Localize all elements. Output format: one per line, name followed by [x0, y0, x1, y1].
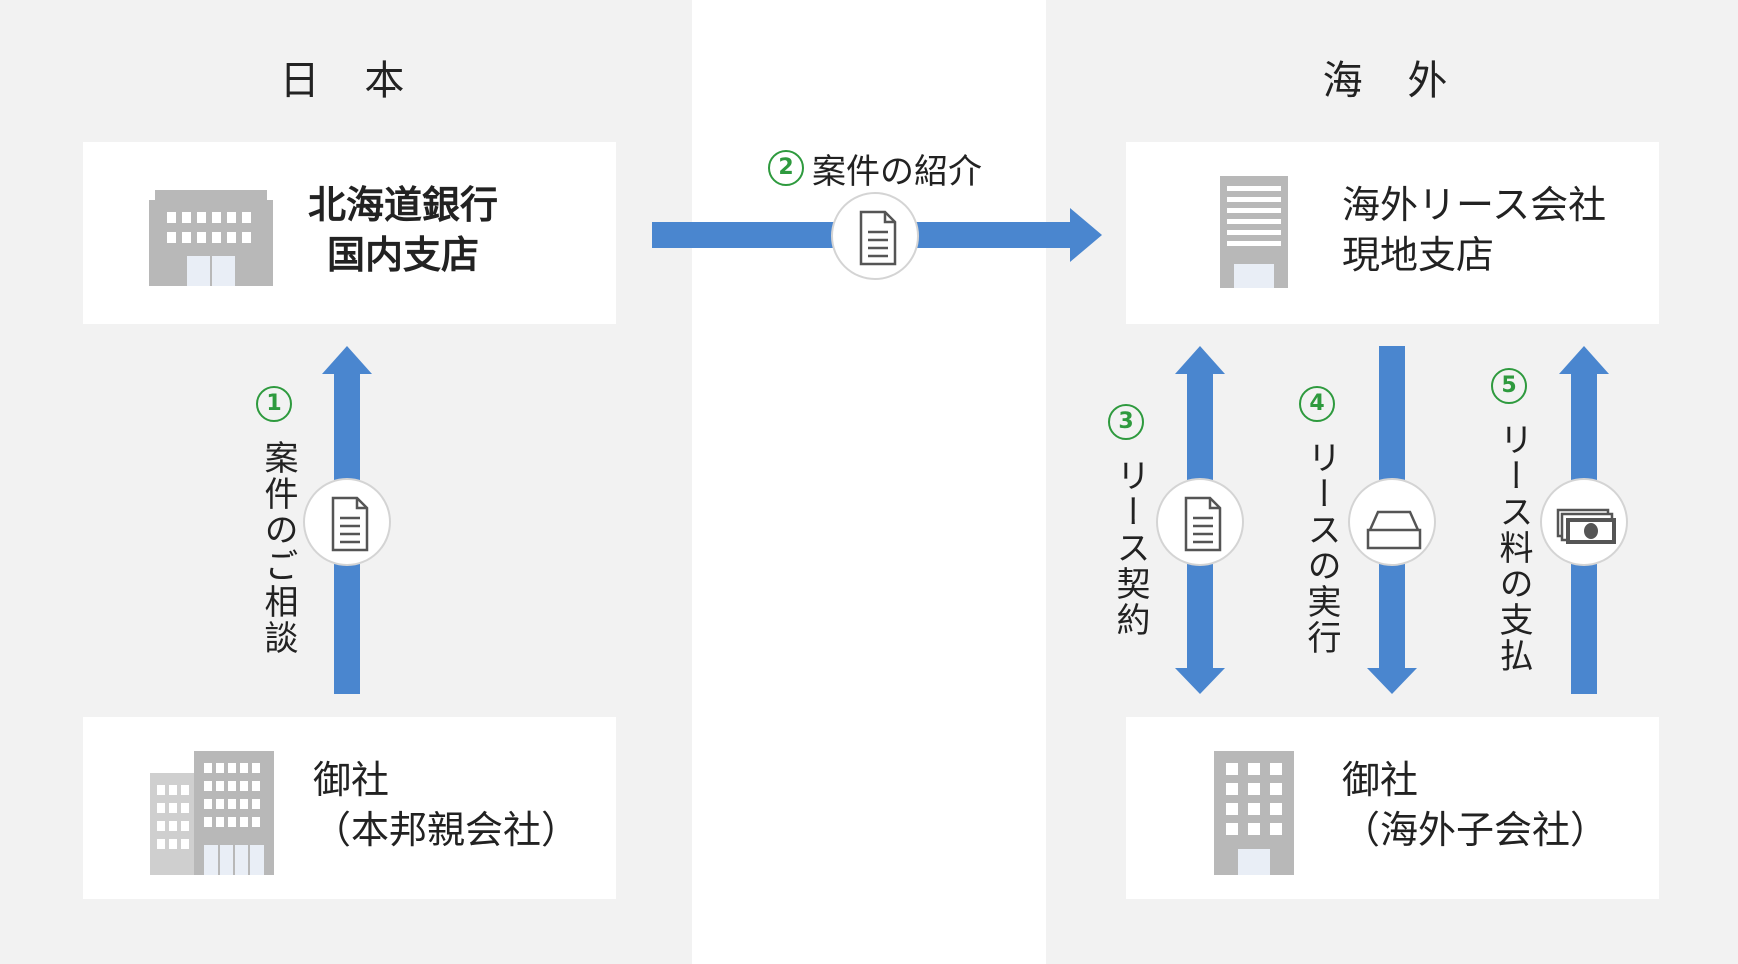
parent-company-desc: （本邦親会社）: [313, 808, 580, 852]
step-4-badge: [1348, 478, 1436, 566]
bank-building-icon: [149, 190, 273, 286]
step-4-number: 4: [1299, 386, 1335, 422]
office-buildings-icon: [150, 751, 274, 875]
bank-branch: 国内支店: [326, 233, 479, 277]
step-1-number: 1: [256, 386, 292, 422]
step-4-label: リースの実行: [1301, 440, 1341, 656]
card-lease-company: 海外リース会社 現地支店: [1126, 142, 1659, 324]
parent-company-name: 御社: [313, 758, 390, 802]
step-3-badge: [1156, 478, 1244, 566]
step-2-badge: [831, 192, 919, 280]
step-3-label: リース契約: [1110, 458, 1150, 638]
document-icon: [859, 210, 897, 266]
step-2-number: 2: [768, 150, 804, 186]
bank-name: 北海道銀行: [308, 183, 499, 227]
step-5-number: 5: [1491, 368, 1527, 404]
office-building-icon: [1214, 751, 1294, 875]
step-5-badge: [1540, 478, 1628, 566]
subsidiary-name: 御社: [1342, 758, 1419, 802]
step-5-label: リース料の支払: [1493, 422, 1533, 674]
step-3-number: 3: [1108, 404, 1144, 440]
document-icon: [1184, 496, 1222, 552]
lease-company-branch: 現地支店: [1342, 233, 1495, 277]
box-icon: [1366, 510, 1422, 550]
region-title-japan: 日 本: [279, 58, 421, 104]
card-parent-company: 御社 （本邦親会社）: [83, 717, 616, 899]
tower-building-icon: [1220, 176, 1288, 288]
step-1-label: 案件のご相談: [258, 440, 298, 656]
step-2-label: 案件の紹介: [812, 152, 982, 192]
money-icon: [1556, 508, 1616, 544]
document-icon: [331, 496, 369, 552]
step-1-badge: [303, 478, 391, 566]
subsidiary-desc: （海外子会社）: [1342, 808, 1609, 852]
region-title-overseas: 海 外: [1322, 58, 1464, 104]
card-subsidiary: 御社 （海外子会社）: [1126, 717, 1659, 899]
card-hokkaido-bank: 北海道銀行 国内支店: [83, 142, 616, 324]
lease-company-name: 海外リース会社: [1342, 183, 1607, 227]
